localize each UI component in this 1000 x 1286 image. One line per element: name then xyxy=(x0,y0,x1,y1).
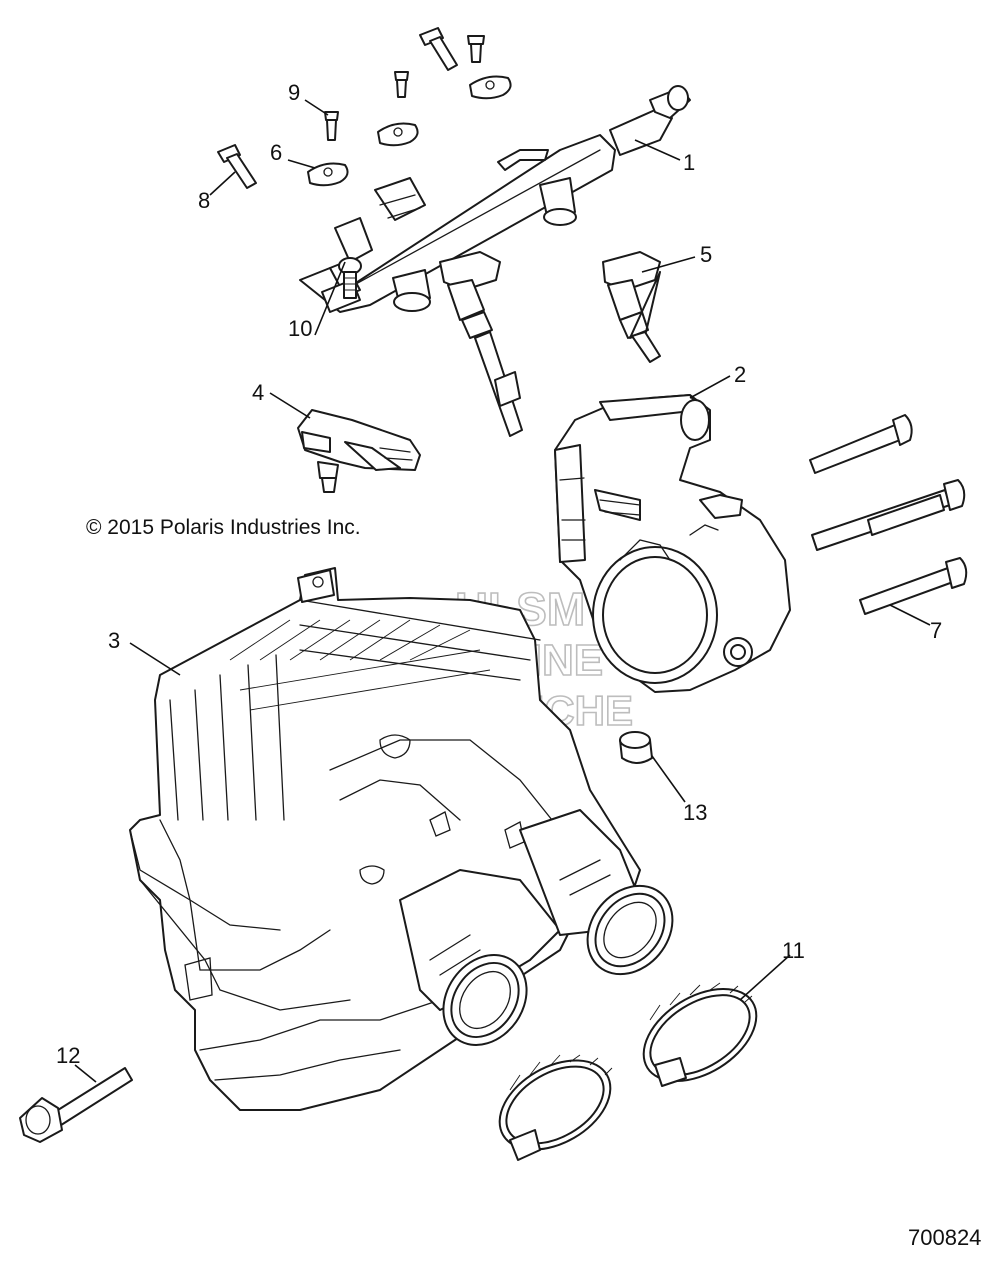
fuel-rail xyxy=(299,85,691,313)
callout-5: 5 xyxy=(700,242,712,267)
intake-runners xyxy=(399,809,674,1046)
callout-1: 1 xyxy=(683,150,695,175)
throttle-body xyxy=(554,394,791,693)
callout-4: 4 xyxy=(252,380,264,405)
leader-lines xyxy=(74,99,931,1083)
screw-set xyxy=(324,35,485,141)
callout-6: 6 xyxy=(270,140,282,165)
callout-11: 11 xyxy=(782,938,805,963)
bolt-set-7 xyxy=(809,414,968,615)
fuel-injector-5 xyxy=(602,251,661,363)
pin-set xyxy=(217,27,458,189)
flange-bolt xyxy=(19,1067,133,1143)
document-number: 700824 xyxy=(908,1225,981,1250)
map-sensor xyxy=(297,409,421,493)
copyright-text: © 2015 Polaris Industries Inc. xyxy=(86,516,361,539)
callout-2: 2 xyxy=(734,362,746,387)
callout-10: 10 xyxy=(288,316,312,341)
callout-8: 8 xyxy=(198,188,210,213)
grommet xyxy=(619,731,653,764)
callout-9: 9 xyxy=(288,80,300,105)
callout-13: 13 xyxy=(683,800,707,825)
bracket-set xyxy=(307,75,512,187)
callout-12: 12 xyxy=(56,1043,80,1068)
hose-clamps xyxy=(498,982,758,1161)
callout-3: 3 xyxy=(108,628,120,653)
callout-7: 7 xyxy=(930,618,942,643)
callout-labels: 1 2 3 4 5 6 7 8 9 10 11 12 13 xyxy=(56,80,942,1068)
fuel-injector-4b xyxy=(439,251,523,437)
